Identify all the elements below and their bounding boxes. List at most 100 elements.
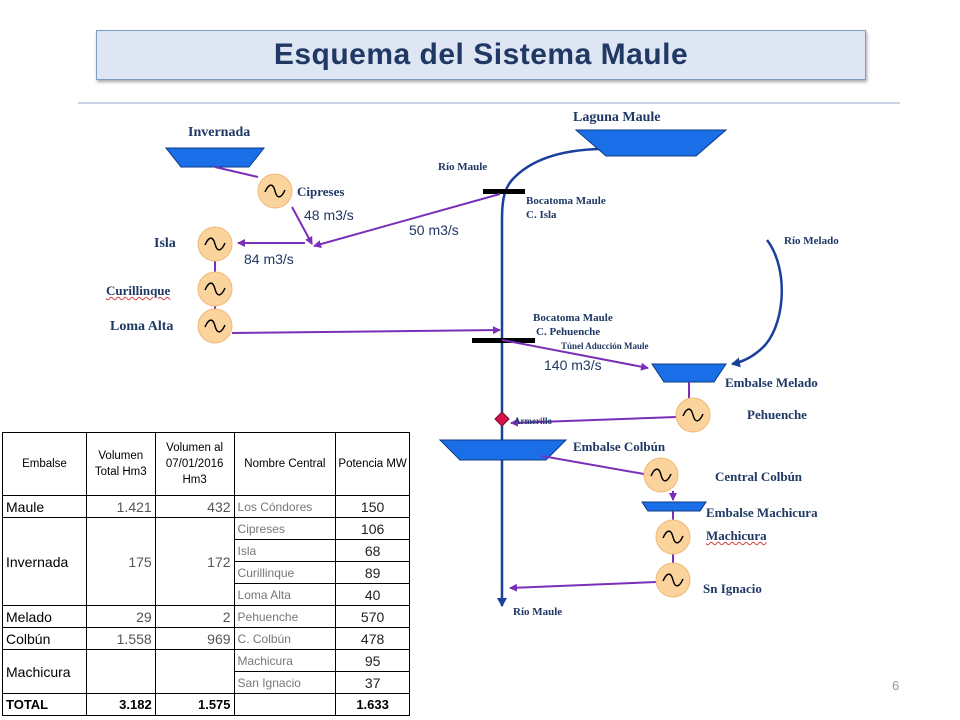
table-row: Machicura Machicura 95 [2, 649, 410, 694]
flow-lomaalta-river [231, 326, 501, 335]
intake-bar-icon [483, 189, 525, 194]
river-melado [731, 239, 783, 368]
title-box: Esquema del Sistema Maule [96, 30, 866, 80]
cell-potencia: 89 [335, 561, 410, 584]
label-invernada: Invernada [188, 125, 251, 140]
label-tunel: Túnel Aducción Maule [561, 341, 649, 351]
label-flow-48: 48 m3/s [304, 207, 354, 223]
cell-potencia: 478 [335, 627, 410, 650]
reservoir-invernada-icon [164, 147, 266, 168]
cell-total-total: 3.182 [85, 693, 156, 716]
cell-potencia: 150 [335, 495, 410, 518]
turbine-machicura-icon [655, 519, 691, 555]
header-potencia: Potencia MW [335, 432, 410, 496]
label-isla: Isla [154, 236, 176, 251]
turbine-curillinque-icon [197, 271, 233, 307]
turbine-lomaalta-icon [197, 308, 233, 344]
label-embalse-machicura: Embalse Machicura [706, 505, 818, 520]
table-row: Isla 68 [3, 539, 410, 562]
flow-colbun-central [541, 455, 645, 475]
cell-central: Machicura [233, 649, 337, 672]
label-bocatoma-maule-pehuenche: Bocatoma Maule [533, 312, 613, 324]
flow-cipreses-junction [291, 206, 313, 245]
cell-central: Cipreses [233, 517, 337, 540]
turbine-pehuenche-icon [675, 397, 711, 433]
cell-total: 175 [85, 517, 156, 606]
flow-invernada-cipreses [214, 166, 259, 178]
cell-potencia: 37 [335, 671, 410, 694]
reservoir-table: Embalse Volumen Total Hm3 Volumen al 07/… [2, 432, 410, 716]
label-machicura: Machicura [706, 528, 767, 543]
label-armerillo: Armerillo [514, 416, 552, 426]
cell-total: 1.558 [85, 627, 156, 650]
header-nombre-central: Nombre Central [233, 432, 337, 496]
label-c-isla: C. Isla [526, 209, 557, 221]
title-divider [78, 102, 900, 104]
table-total-row: TOTAL 3.182 1.575 1.633 [2, 693, 410, 716]
label-rio-maule-bottom: Río Maule [513, 606, 563, 618]
page-number: 6 [892, 678, 900, 693]
cell-total: 29 [85, 605, 156, 628]
label-central-colbun: Central Colbún [715, 469, 803, 484]
label-flow-140: 140 m3/s [544, 357, 602, 373]
reservoir-machicura-icon [641, 501, 707, 512]
header-volumen-total: Volumen Total Hm3 [85, 432, 156, 496]
cell-central: C. Colbún [233, 627, 337, 650]
label-cipreses: Cipreses [297, 184, 345, 199]
cell-central: Pehuenche [233, 605, 337, 628]
reservoir-laguna-maule-icon [574, 129, 728, 157]
cell-potencia: 40 [335, 583, 410, 606]
label-loma-alta: Loma Alta [110, 319, 174, 334]
cell-actual: 2 [154, 605, 235, 628]
table-row: Melado 29 2 Pehuenche 570 [2, 605, 410, 628]
cell-actual: 969 [154, 627, 235, 650]
table-row: Invernada 175 172 Cipreses 106 [2, 517, 410, 606]
flow-bocatoma-isla-50 [313, 193, 501, 248]
label-flow-84: 84 m3/s [244, 251, 294, 267]
label-embalse-colbun: Embalse Colbún [573, 439, 666, 454]
cell-central: Loma Alta [233, 583, 337, 606]
cell-potencia: 106 [335, 517, 410, 540]
cell-actual: 432 [154, 495, 235, 518]
label-laguna-maule: Laguna Maule [573, 110, 661, 125]
cell-central: Isla [233, 539, 337, 562]
cell-central: Los Cóndores [233, 495, 337, 518]
label-rio-melado: Río Melado [784, 235, 839, 247]
cell-embalse: Colbún [2, 627, 87, 650]
flow-tunel-melado [501, 339, 649, 371]
label-c-pehuenche: C. Pehuenche [536, 326, 601, 338]
page-title: Esquema del Sistema Maule [273, 38, 689, 71]
diamond-node-icon [494, 411, 510, 427]
flow-snignacio-river [509, 581, 657, 592]
header-volumen-actual: Volumen al 07/01/2016 Hm3 [154, 432, 235, 496]
cell-total: 1.421 [85, 495, 156, 518]
cell-potencia: 95 [335, 649, 410, 672]
cell-actual [154, 649, 235, 694]
label-curillinque: Curillinque [106, 283, 171, 298]
label-bocatoma-maule-isla: Bocatoma Maule [526, 195, 606, 207]
header-embalse: Embalse [2, 432, 87, 496]
cell-total-central [233, 693, 337, 716]
table-row: San Ignacio 37 [3, 671, 410, 694]
cell-total-actual: 1.575 [154, 693, 235, 716]
cell-actual: 172 [154, 517, 235, 606]
label-sn-ignacio: Sn Ignacio [703, 581, 762, 596]
table-row: Colbún 1.558 969 C. Colbún 478 [2, 627, 410, 650]
cell-potencia: 570 [335, 605, 410, 628]
cell-potencia: 68 [335, 539, 410, 562]
cell-total [85, 649, 156, 694]
cell-embalse: Melado [2, 605, 87, 628]
cell-total-potencia: 1.633 [335, 693, 410, 716]
turbine-cipreses-icon [257, 173, 293, 209]
label-embalse-melado: Embalse Melado [725, 375, 818, 390]
label-flow-50: 50 m3/s [409, 222, 459, 238]
cell-embalse: Maule [2, 495, 87, 518]
turbine-snignacio-icon [655, 562, 691, 598]
flow-pehuenche-armerillo [510, 416, 677, 427]
reservoir-melado-icon [651, 363, 727, 383]
cell-total-label: TOTAL [2, 693, 87, 716]
turbine-isla-icon [197, 226, 233, 262]
cell-central: San Ignacio [233, 671, 337, 694]
table-row: Loma Alta 40 [3, 583, 410, 606]
